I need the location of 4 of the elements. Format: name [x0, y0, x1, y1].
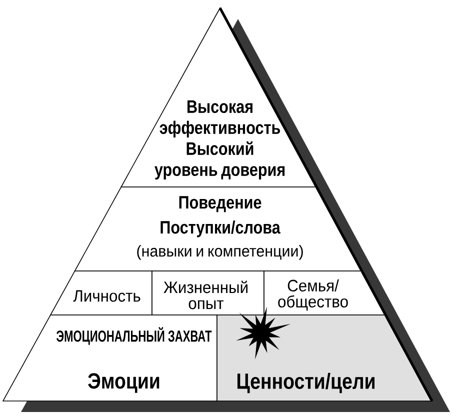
pyramid-cell: Жизненный опыт — [152, 270, 264, 316]
pyramid-cell: Ценности/цели — [216, 314, 434, 402]
pyramid-cell: Семья/ общество — [264, 270, 387, 316]
tier-label: ЭМОЦИОНАЛЬНЫЙ ЗАХВАТ — [56, 327, 212, 345]
